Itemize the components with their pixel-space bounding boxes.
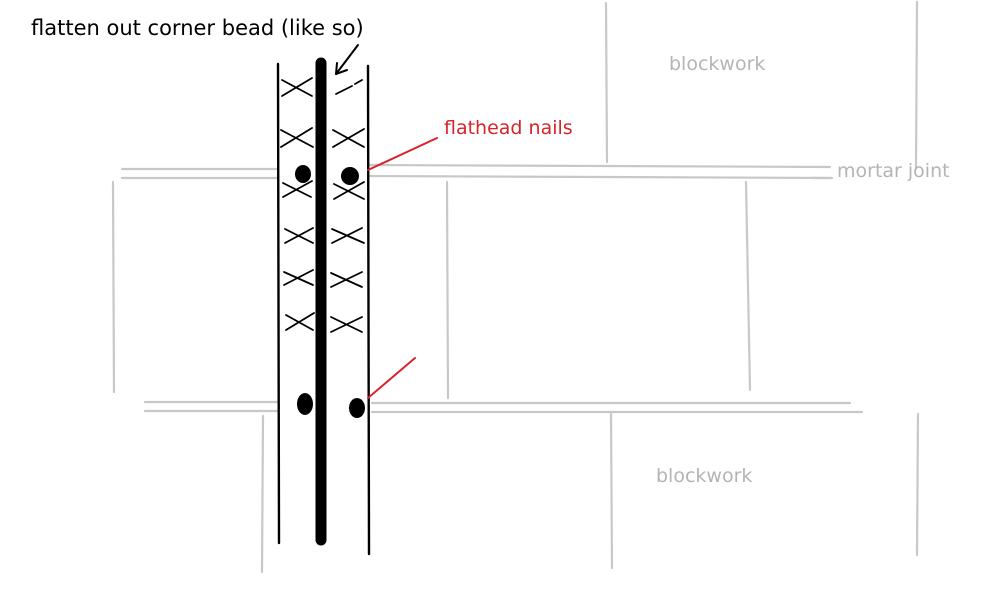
- mesh-crosses: [280, 77, 365, 333]
- nail-dot: [297, 393, 313, 415]
- blockwork-label-top: blockwork: [669, 53, 765, 75]
- nails: [295, 165, 365, 418]
- blockwork-lines: [111, 0, 920, 574]
- nail-leaders: [367, 137, 438, 399]
- nail-dot: [295, 165, 311, 183]
- nail-dot: [341, 167, 359, 185]
- corner-bead: [276, 57, 371, 556]
- diagram-title: flatten out corner bead (like so): [31, 16, 364, 40]
- bead-left-flange: [276, 62, 281, 545]
- mortar-joint-label: mortar joint: [837, 160, 950, 182]
- blockwork-label-bottom: blockwork: [656, 465, 752, 487]
- bead-right-flange: [366, 64, 371, 556]
- nail-dot: [349, 398, 365, 418]
- flathead-nails-label: flathead nails: [444, 117, 573, 139]
- title-arrow: [335, 44, 359, 75]
